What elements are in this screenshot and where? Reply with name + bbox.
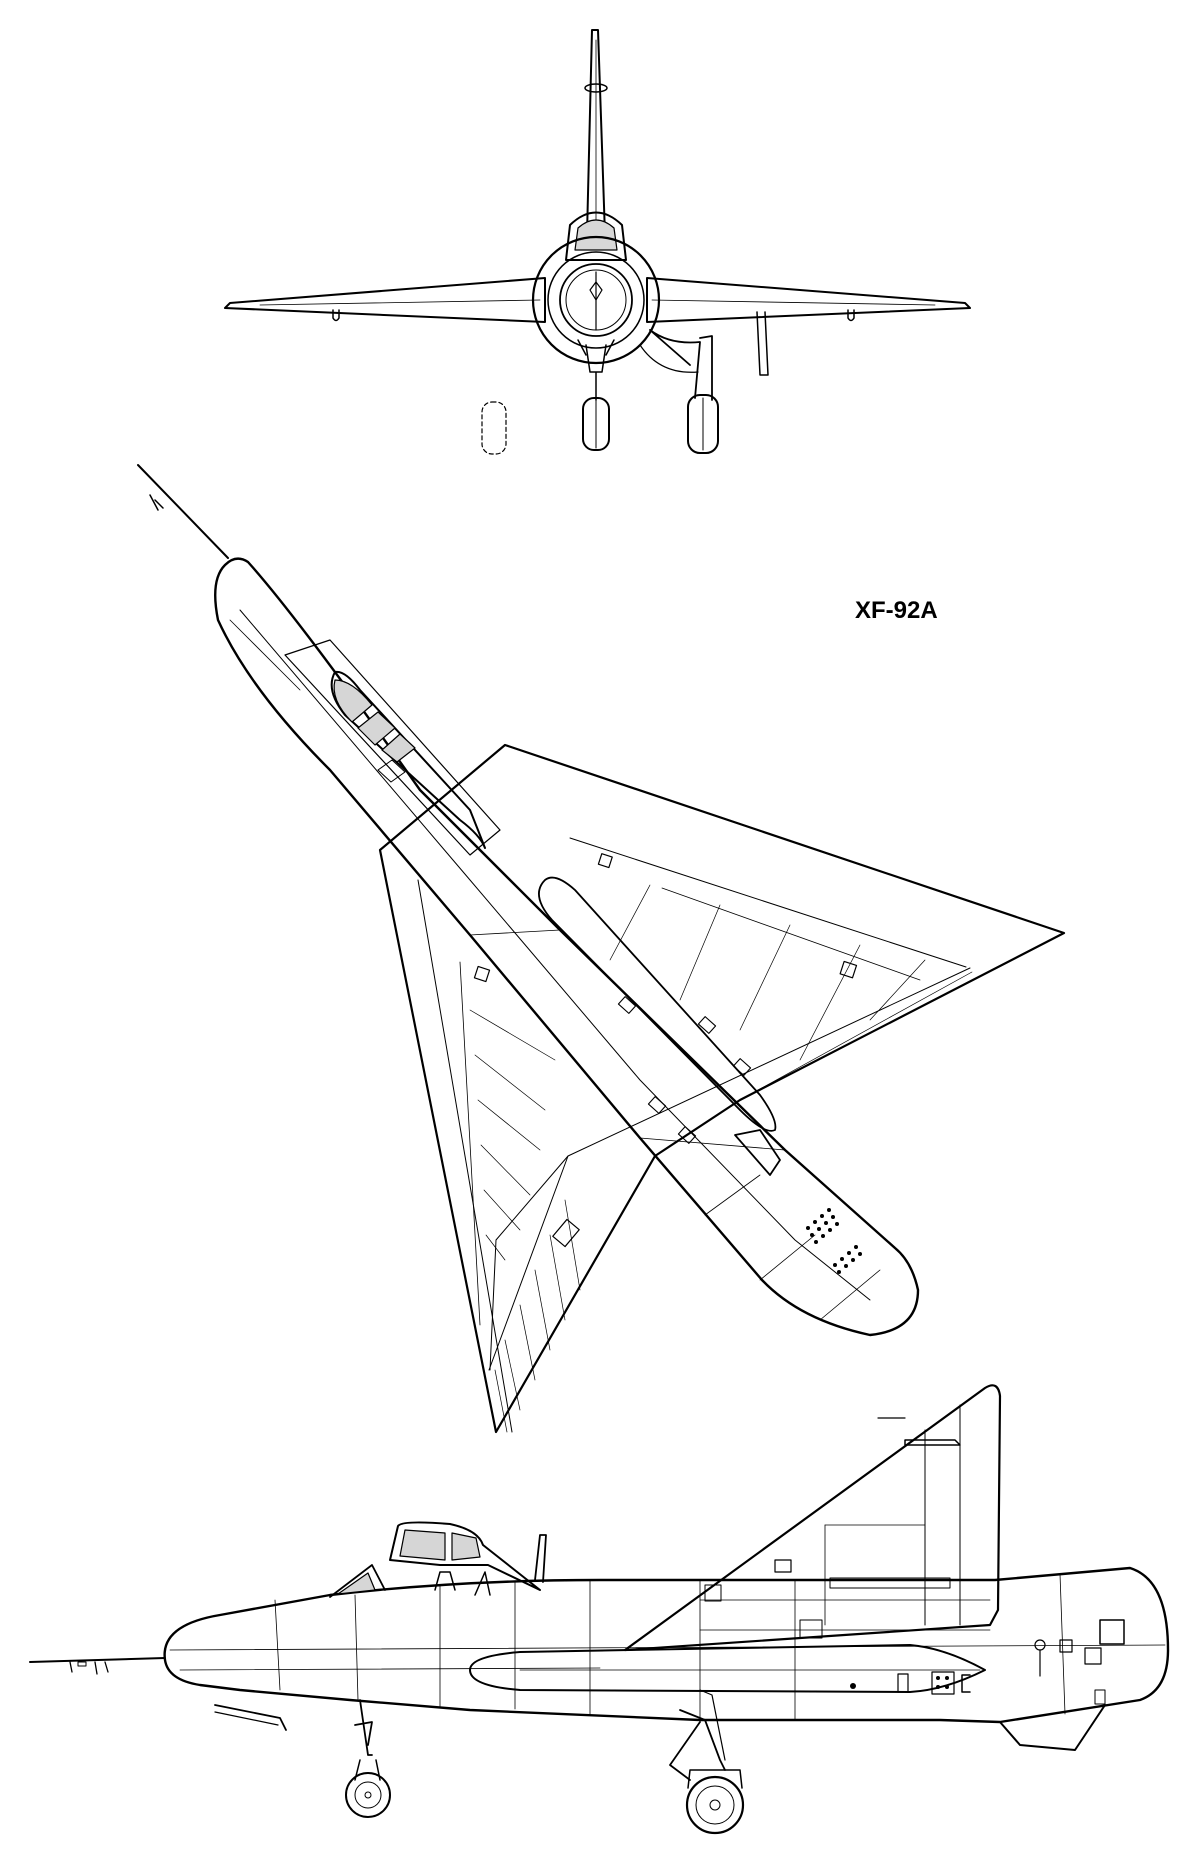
top-wing-left-ribs — [470, 1010, 580, 1432]
top-cockpit-frame — [285, 640, 500, 855]
side-antenna — [535, 1535, 546, 1582]
side-main-wheel — [687, 1777, 743, 1833]
top-wing-right-ribs — [610, 885, 972, 1100]
top-view — [138, 465, 1064, 1432]
top-vent-dots — [806, 1208, 862, 1274]
side-vent-panel — [932, 1672, 954, 1694]
side-exhaust — [1000, 1705, 1105, 1750]
front-gear-ghost — [482, 402, 506, 454]
front-wing-right — [647, 278, 970, 322]
top-spine-fairing — [539, 878, 776, 1131]
front-main-gear-strut — [650, 330, 712, 400]
top-fuselage — [215, 559, 918, 1335]
front-nose-gear-strut — [586, 345, 606, 400]
side-canopy-open — [390, 1522, 540, 1590]
front-intake — [560, 264, 632, 336]
front-main-wheel — [688, 395, 718, 453]
side-nose-gear — [355, 1700, 372, 1755]
top-canopy — [332, 672, 485, 848]
side-windscreen — [330, 1565, 385, 1597]
front-view — [225, 30, 970, 454]
front-intake-lip — [548, 252, 644, 348]
top-pitot-boom — [138, 465, 228, 558]
front-canopy-glass — [575, 220, 617, 250]
side-fuselage — [165, 1568, 1168, 1722]
side-fairing — [470, 1645, 985, 1692]
side-fin-rudder-marker — [905, 1440, 960, 1445]
side-fin — [625, 1385, 1000, 1650]
side-main-gear — [670, 1710, 725, 1780]
front-canopy — [566, 213, 626, 261]
aircraft-title: XF-92A — [855, 597, 938, 624]
side-nose-wheel — [346, 1773, 390, 1817]
front-nose-wheel — [583, 398, 609, 450]
front-wing-pod-left — [333, 310, 339, 321]
front-wing-pod-right — [848, 310, 854, 321]
side-pitot-boom — [30, 1658, 165, 1662]
front-fuselage — [533, 237, 659, 363]
side-view — [30, 1385, 1168, 1833]
top-airbrake — [735, 1130, 780, 1175]
front-wing-left — [225, 278, 545, 322]
